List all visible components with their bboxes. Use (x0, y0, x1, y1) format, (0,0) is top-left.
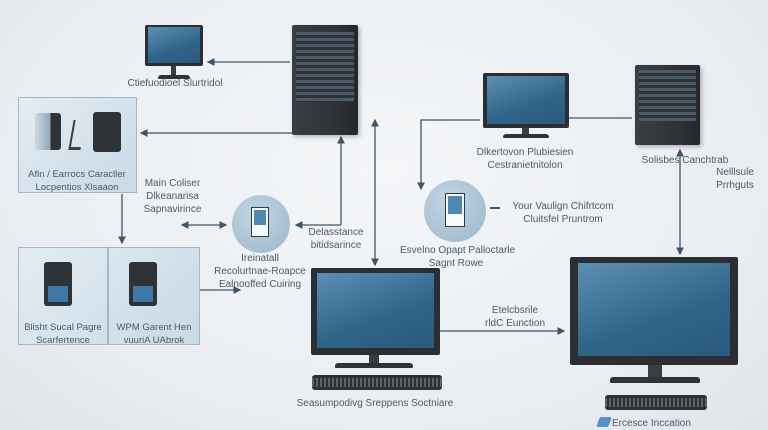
keyboard-icon (312, 375, 442, 390)
right-circle (424, 180, 486, 242)
left-panel-line: Afln / Earrocs Caracller (28, 169, 126, 180)
document-icon (251, 207, 269, 237)
stand-icon (68, 120, 86, 150)
center-monitor-label: Seasumpodivg Sreppens Soctniare (296, 398, 454, 409)
install-circle (232, 195, 290, 253)
server-tower-icon (129, 262, 157, 306)
right-server-label: Solisbes Canchtrab (641, 155, 729, 166)
top-monitor-label: Ctiefuodioel Slurtridol (127, 78, 223, 89)
cylinder-icon (35, 113, 61, 150)
server-icon (93, 112, 121, 152)
right-server (635, 65, 700, 145)
central-server (292, 25, 358, 135)
keyboard-icon (605, 395, 707, 410)
left-panel-line: Locpentios Xlsaaon (35, 182, 119, 193)
document-icon (445, 193, 465, 227)
divider (107, 248, 109, 344)
big-monitor-label: Ercesce Inccation (612, 418, 691, 429)
server-tower-icon (44, 262, 72, 306)
